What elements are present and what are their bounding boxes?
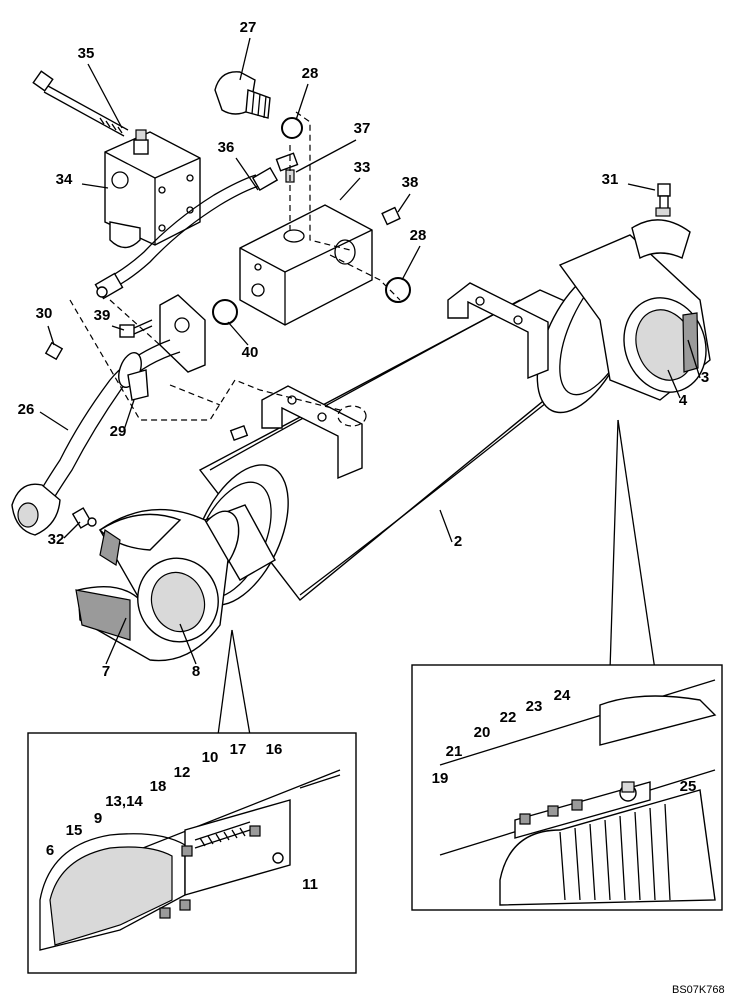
callout-15: 15	[66, 822, 83, 839]
callout-19: 19	[432, 770, 449, 787]
callout-12: 12	[174, 764, 191, 781]
rear-bracket	[447, 282, 549, 380]
assembly-line-5	[109, 299, 161, 346]
elbow-37	[275, 152, 299, 183]
assembly-line-6	[169, 384, 221, 406]
callout-29: 29	[110, 423, 127, 440]
callout-34: 34	[56, 171, 73, 188]
o-ring-28a	[281, 117, 303, 139]
assembly-line-4	[69, 299, 341, 421]
callout-27: 27	[240, 19, 257, 36]
callout-38: 38	[402, 174, 419, 191]
detail-box-left	[27, 732, 357, 974]
callout-24: 24	[554, 687, 571, 704]
bolt-30	[44, 341, 64, 361]
callout-32: 32	[48, 531, 65, 548]
grease-fitting-31	[655, 183, 671, 217]
callout-37: 37	[354, 120, 371, 137]
callout-30: 30	[36, 305, 53, 322]
callout-31: 31	[602, 171, 619, 188]
rod-end	[75, 504, 276, 662]
plug-38	[381, 206, 401, 226]
callout-11: 11	[302, 876, 318, 893]
leader-lines	[39, 37, 701, 736]
callout-28a: 28	[302, 65, 319, 82]
detail-box-right	[411, 664, 723, 911]
o-ring-28b	[385, 277, 411, 303]
callout-35: 35	[78, 45, 95, 62]
o-ring-40	[212, 299, 238, 325]
callout-17: 17	[230, 741, 247, 758]
callout-40: 40	[242, 344, 259, 361]
callout-33: 33	[354, 159, 371, 176]
callout-23: 23	[526, 698, 543, 715]
callout-36: 36	[218, 139, 235, 156]
callout-28b: 28	[410, 227, 427, 244]
callout-22: 22	[500, 709, 517, 726]
assembly-line-3	[329, 254, 401, 301]
pipe-26	[11, 339, 181, 536]
callout-3: 3	[701, 369, 709, 386]
callout-8: 8	[192, 663, 200, 680]
assembly-line-1	[295, 111, 351, 251]
callout-18: 18	[150, 778, 167, 795]
bolt-35	[32, 70, 129, 137]
callout-20: 20	[474, 724, 491, 741]
front-bracket	[261, 385, 367, 480]
callout-26: 26	[18, 401, 35, 418]
rear-eye	[558, 219, 711, 401]
callout-2: 2	[454, 533, 462, 550]
clamp-29	[127, 369, 149, 401]
callout-39: 39	[94, 307, 111, 324]
hose-36	[94, 166, 279, 300]
callout-9: 9	[94, 810, 102, 827]
callout-6: 6	[46, 842, 54, 859]
valve-block-34	[104, 129, 201, 249]
plug-27	[214, 71, 271, 119]
callout-4: 4	[679, 392, 688, 409]
drawing-code: BS07K768	[672, 984, 725, 996]
callout-10: 10	[202, 749, 219, 766]
callout-21: 21	[446, 743, 463, 760]
fitting-bracket	[229, 425, 249, 441]
block-33	[239, 204, 373, 326]
fitting-32	[71, 507, 97, 529]
callout-13-14: 13,14	[105, 793, 143, 810]
flange-39	[119, 294, 206, 373]
callout-16: 16	[266, 741, 283, 758]
callout-7: 7	[102, 663, 110, 680]
callout-25: 25	[680, 778, 697, 795]
